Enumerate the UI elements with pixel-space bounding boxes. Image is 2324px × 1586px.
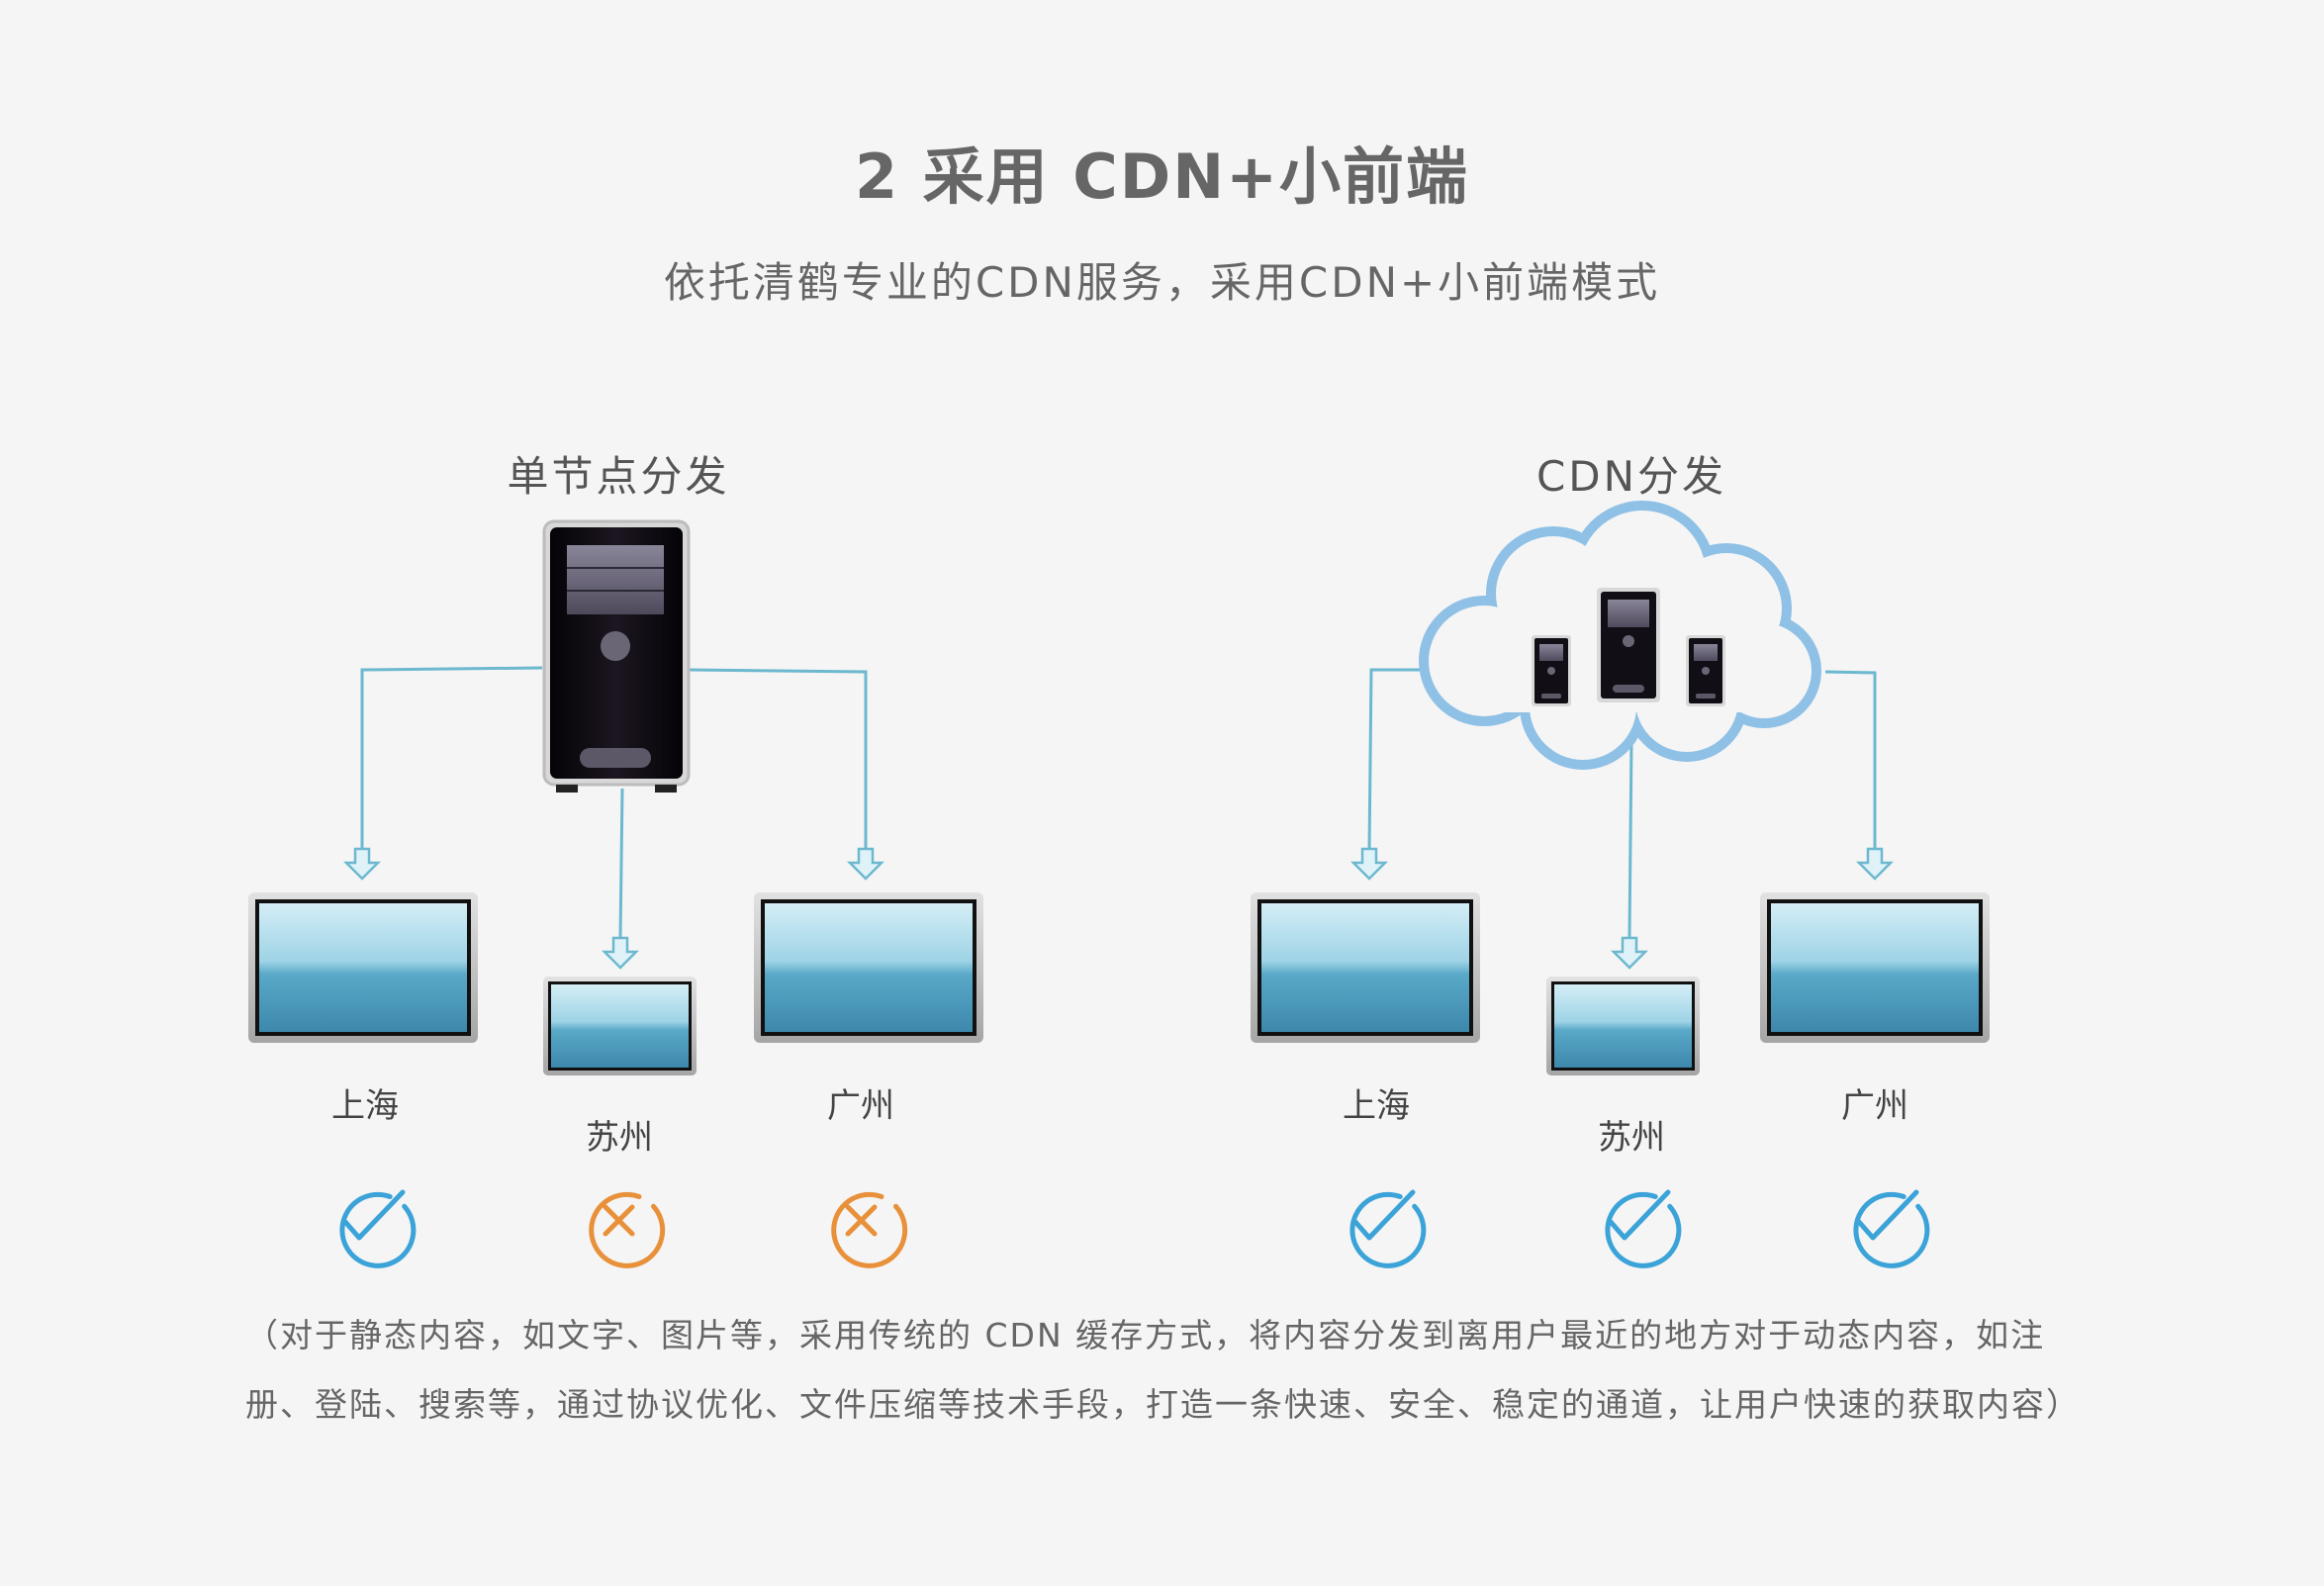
check-circle-icon — [1853, 1189, 1930, 1268]
check-circle-icon — [1605, 1189, 1682, 1268]
down-arrow-icon — [1349, 847, 1895, 970]
connector-lines-right — [1367, 668, 1877, 939]
down-arrow-icon — [342, 847, 885, 970]
server-icon — [1686, 635, 1725, 706]
page-title: 2 采用 CDN+小前端 — [854, 140, 1470, 213]
server-tower-icon — [542, 519, 691, 793]
city-label-guangzhou: 广州 — [827, 1086, 894, 1126]
connector-lines-left — [360, 666, 868, 939]
description-line-2: 册、登陆、搜索等，通过协议优化、文件压缩等技术手段，打造一条快速、安全、稳定的通… — [245, 1385, 2081, 1424]
page-subtitle: 依托清鹤专业的CDN服务，采用CDN+小前端模式 — [663, 258, 1661, 307]
cross-circle-icon — [831, 1191, 908, 1268]
check-circle-icon — [339, 1189, 417, 1268]
monitor-icon — [543, 977, 697, 1075]
server-icon — [1597, 588, 1660, 702]
monitor-icon — [248, 892, 478, 1043]
city-label-shanghai: 上海 — [331, 1086, 399, 1126]
cdn-title: CDN分发 — [1535, 452, 1727, 501]
monitor-icon — [1251, 892, 1480, 1043]
check-circle-icon — [1349, 1189, 1427, 1268]
city-label-suzhou: 苏州 — [586, 1118, 653, 1158]
city-label-shanghai: 上海 — [1343, 1086, 1410, 1126]
server-icon — [1532, 635, 1571, 706]
monitor-icon — [754, 892, 983, 1043]
cross-circle-icon — [589, 1191, 666, 1268]
city-label-guangzhou: 广州 — [1841, 1086, 1908, 1126]
single-node-title: 单节点分发 — [507, 452, 730, 501]
description-line-1: （对于静态内容，如文字、图片等，采用传统的 CDN 缓存方式，将内容分发到离用户… — [245, 1316, 2046, 1354]
monitor-icon — [1546, 977, 1700, 1075]
city-label-suzhou: 苏州 — [1598, 1118, 1665, 1158]
monitor-icon — [1760, 892, 1990, 1043]
